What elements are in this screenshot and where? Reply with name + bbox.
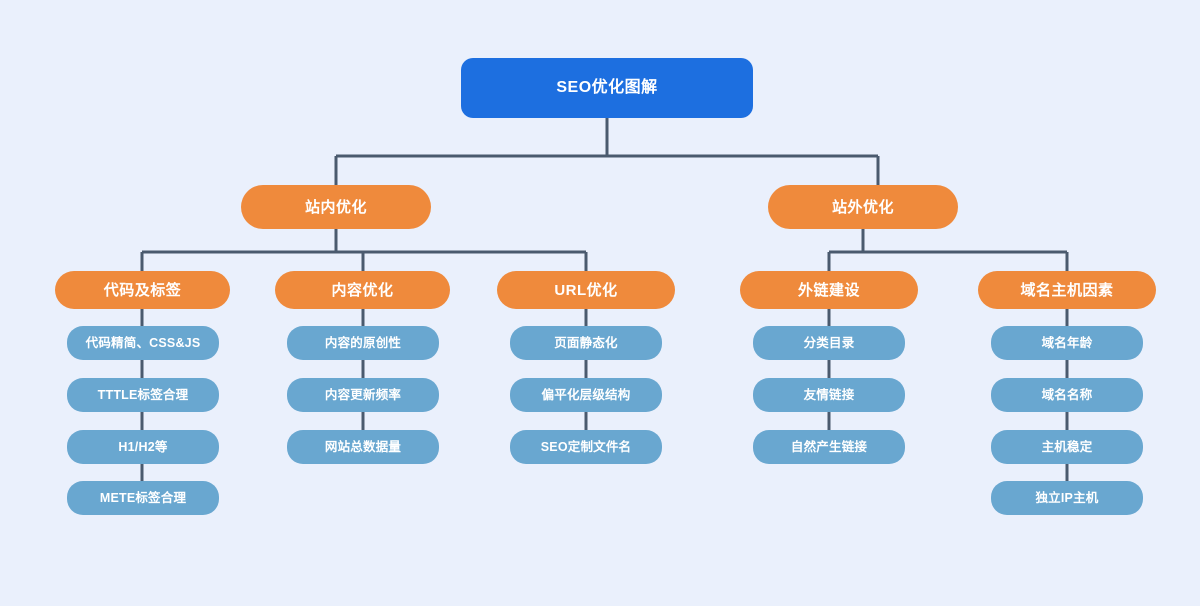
node-leaf-友情链接[interactable]: 友情链接 <box>753 378 905 412</box>
node-category-外链建设[interactable]: 外链建设 <box>740 271 918 309</box>
node-category-域名主机因素[interactable]: 域名主机因素 <box>978 271 1156 309</box>
node-leaf-内容更新频率[interactable]: 内容更新频率 <box>287 378 439 412</box>
node-category-url优化[interactable]: URL优化 <box>497 271 675 309</box>
node-leaf-内容的原创性[interactable]: 内容的原创性 <box>287 326 439 360</box>
node-leaf-自然产生链接[interactable]: 自然产生链接 <box>753 430 905 464</box>
node-root-seo优化图解[interactable]: SEO优化图解 <box>461 58 753 118</box>
node-category-内容优化[interactable]: 内容优化 <box>275 271 450 309</box>
node-leaf-tttle标签合理[interactable]: TTTLE标签合理 <box>67 378 219 412</box>
node-leaf-分类目录[interactable]: 分类目录 <box>753 326 905 360</box>
node-leaf-偏平化层级结构[interactable]: 偏平化层级结构 <box>510 378 662 412</box>
node-category-代码及标签[interactable]: 代码及标签 <box>55 271 230 309</box>
node-leaf-seo定制文件名[interactable]: SEO定制文件名 <box>510 430 662 464</box>
node-leaf-域名名称[interactable]: 域名名称 <box>991 378 1143 412</box>
node-branch-站外优化[interactable]: 站外优化 <box>768 185 958 229</box>
node-leaf-网站总数据量[interactable]: 网站总数据量 <box>287 430 439 464</box>
node-leaf-代码精简-css-js[interactable]: 代码精简、CSS&JS <box>67 326 219 360</box>
node-leaf-h1-h2等[interactable]: H1/H2等 <box>67 430 219 464</box>
node-leaf-域名年龄[interactable]: 域名年龄 <box>991 326 1143 360</box>
node-leaf-独立ip主机[interactable]: 独立IP主机 <box>991 481 1143 515</box>
node-leaf-mete标签合理[interactable]: METE标签合理 <box>67 481 219 515</box>
node-branch-站内优化[interactable]: 站内优化 <box>241 185 431 229</box>
node-leaf-页面静态化[interactable]: 页面静态化 <box>510 326 662 360</box>
node-leaf-主机稳定[interactable]: 主机稳定 <box>991 430 1143 464</box>
